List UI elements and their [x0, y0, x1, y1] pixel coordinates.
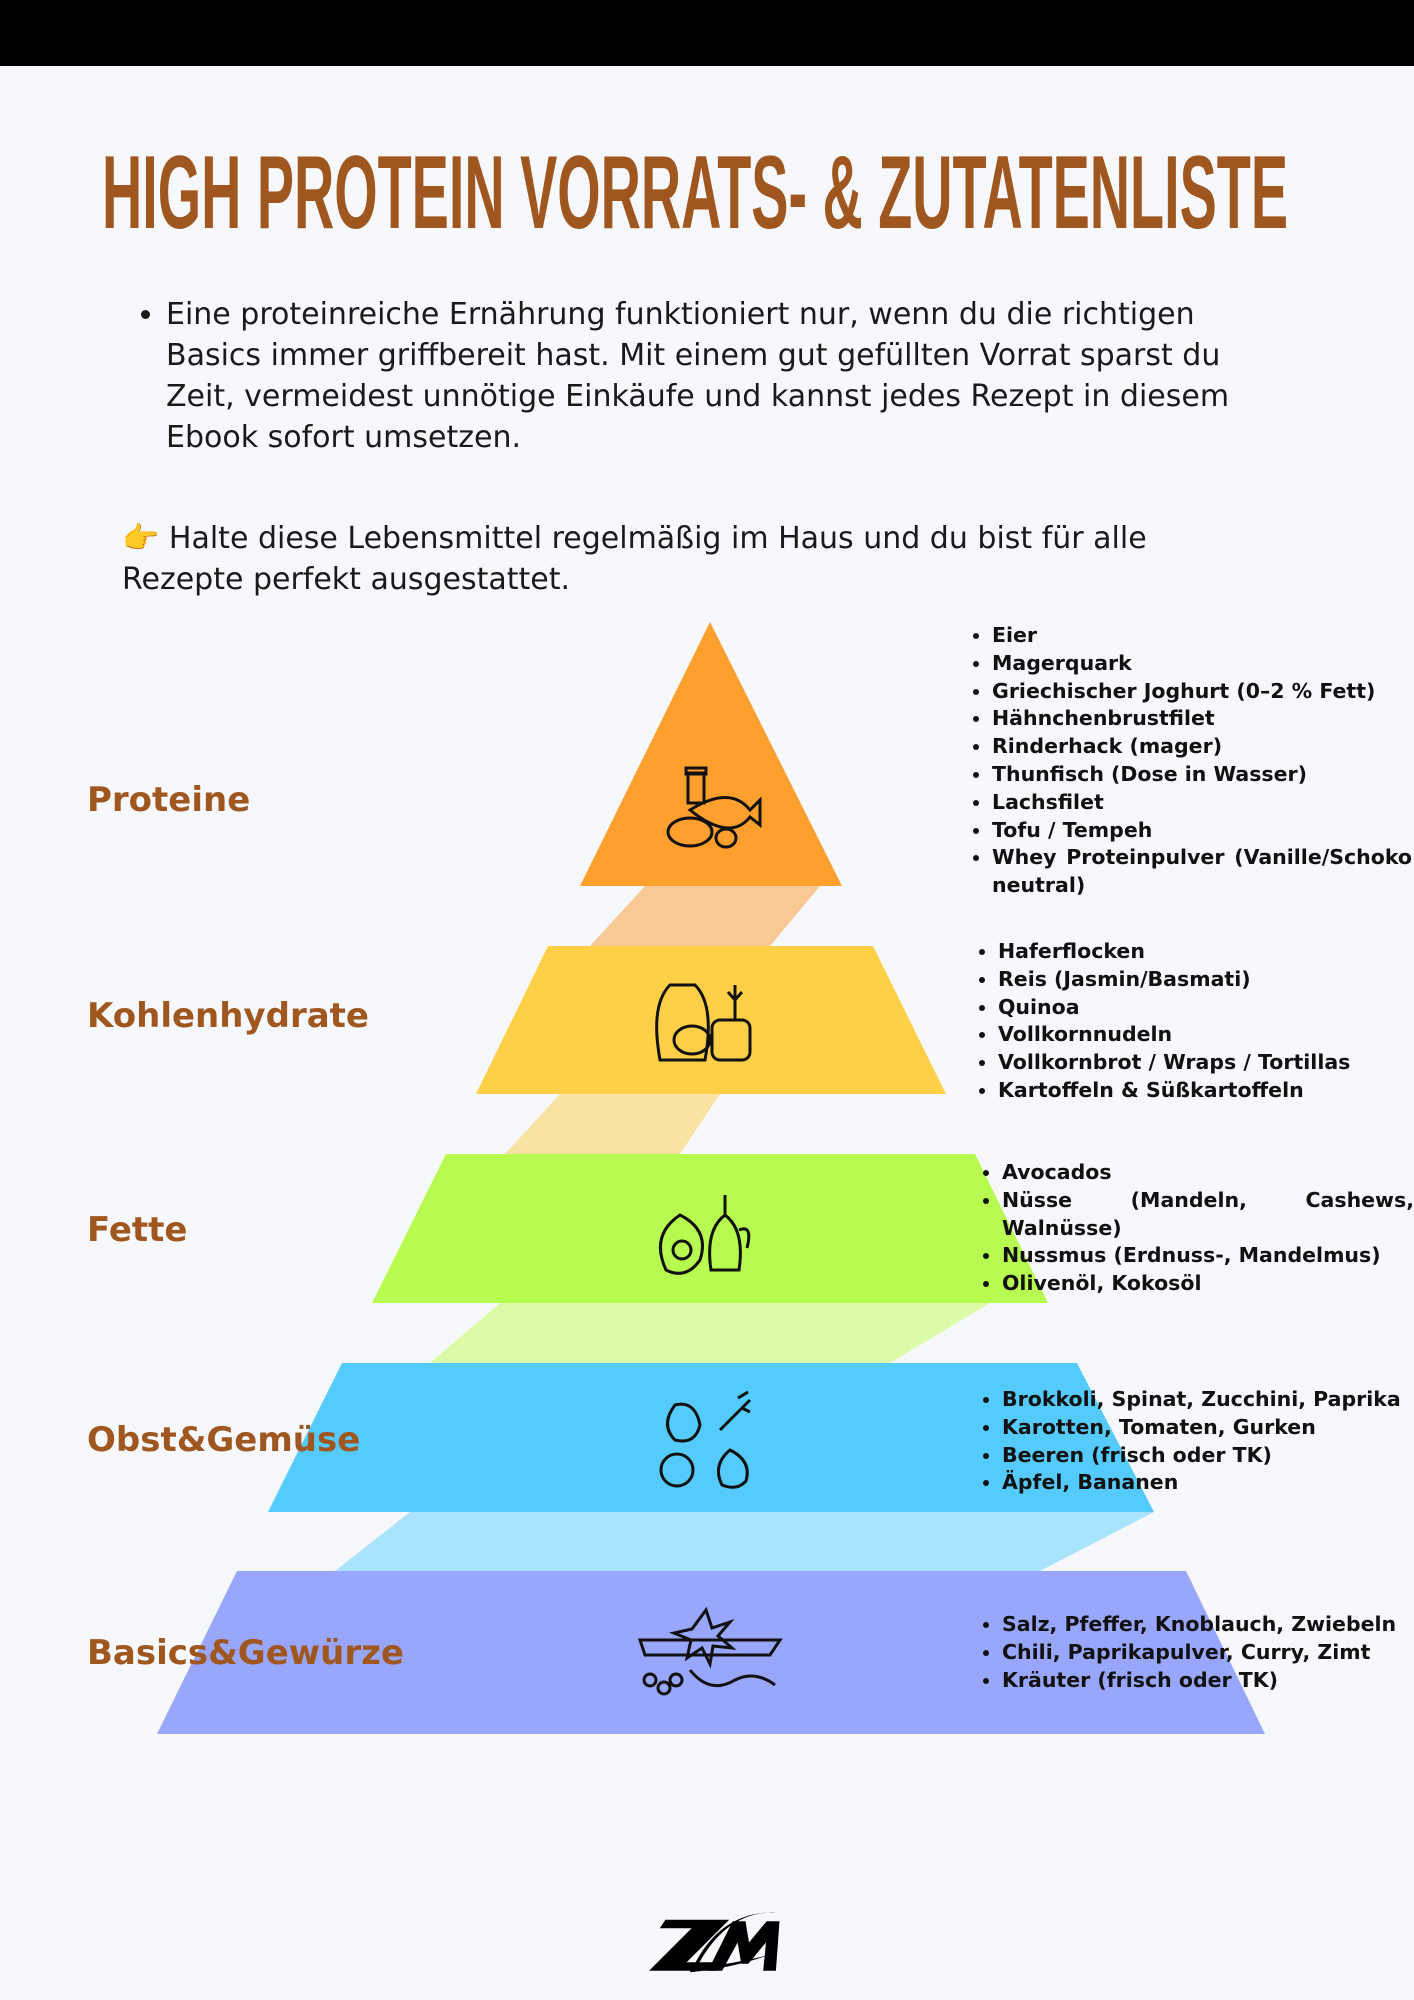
pyramid-level-fette: [372, 1154, 1048, 1303]
list-item: Reis (Jasmin/Basmati): [998, 966, 1414, 994]
list-item: Thunfisch (Dose in Wasser): [992, 761, 1412, 789]
tip: 👉 Halte diese Lebensmittel regelmäßig im…: [122, 518, 1262, 600]
tip-text: Halte diese Lebensmittel regelmäßig im H…: [122, 521, 1147, 597]
fish-meat-egg-icon: [666, 766, 762, 849]
pyramid-level-kohlenhydrate: [476, 946, 946, 1094]
level-label-kohlenhydrate: Kohlenhydrate: [87, 996, 369, 1036]
connector-2: [505, 1094, 720, 1154]
fruit-vegetable-icon: [659, 1390, 752, 1489]
list-item: Griechischer Joghurt (0–2 % Fett): [992, 678, 1412, 706]
zm-logo: [649, 1912, 780, 1973]
intro-text: Eine proteinreiche Ernährung funktionier…: [166, 294, 1286, 458]
avocado-oil-icon: [658, 1195, 751, 1275]
list-item: Eier: [992, 622, 1412, 650]
level-label-obst-gemuese: Obst&Gemüse: [87, 1420, 361, 1460]
list-item: Vollkornbrot / Wraps / Tortillas: [998, 1049, 1414, 1077]
list-item: Äpfel, Bananen: [1002, 1469, 1414, 1497]
list-item: Nüsse (Mandeln, Cashews, Walnüsse): [1002, 1187, 1414, 1243]
list-item: Quinoa: [998, 994, 1414, 1022]
list-item: Salz, Pfeffer, Knoblauch, Zwiebeln: [1002, 1611, 1414, 1639]
list-item: Haferflocken: [998, 938, 1414, 966]
list-item: Avocados: [1002, 1159, 1414, 1187]
list-item: Karotten, Tomaten, Gurken: [1002, 1414, 1414, 1442]
list-item: Hähnchenbrustfilet: [992, 705, 1412, 733]
list-item: Lachsfilet: [992, 789, 1412, 817]
list-obst-gemuese: Brokkoli, Spinat, Zucchini, PaprikaKarot…: [978, 1386, 1414, 1497]
list-item: Tofu / Tempeh: [992, 817, 1412, 845]
connector-4: [335, 1512, 1154, 1571]
top-bar: [0, 0, 1414, 66]
list-basics-gewuerze: Salz, Pfeffer, Knoblauch, ZwiebelnChili,…: [978, 1611, 1414, 1694]
list-item: Nussmus (Erdnuss-, Mandelmus): [1002, 1242, 1414, 1270]
level-label-fette: Fette: [87, 1210, 188, 1250]
list-item: Whey Proteinpulver (Vanille/Schoko neutr…: [992, 844, 1412, 900]
list-item: Vollkornnudeln: [998, 1021, 1414, 1049]
pyramid-level-obst-gemuese: [268, 1363, 1154, 1512]
connector-3: [430, 1303, 990, 1363]
list-item: Kräuter (frisch oder TK): [1002, 1667, 1414, 1695]
spices-icon: [637, 1606, 783, 1696]
pyramid-level-proteine: [580, 622, 842, 886]
list-item: Rinderhack (mager): [992, 733, 1412, 761]
level-label-basics-gewuerze: Basics&Gewürze: [87, 1633, 404, 1673]
connector-1: [590, 886, 820, 946]
pointing-hand-icon: 👉: [122, 521, 160, 556]
page-title: HIGH PROTEIN VORRATS- & ZUTATENLISTE: [102, 140, 1288, 240]
list-item: Beeren (frisch oder TK): [1002, 1442, 1414, 1470]
intro-list: Eine proteinreiche Ernährung funktionier…: [144, 294, 1286, 458]
list-item: Chili, Paprikapulver, Curry, Zimt: [1002, 1639, 1414, 1667]
list-fette: AvocadosNüsse (Mandeln, Cashews, Walnüss…: [978, 1159, 1414, 1298]
list-item: Magerquark: [992, 650, 1412, 678]
list-item: Olivenöl, Kokosöl: [1002, 1270, 1414, 1298]
list-item: Kartoffeln & Süßkartoffeln: [998, 1077, 1414, 1105]
grain-bread-icon: [655, 983, 752, 1062]
list-proteine: EierMagerquarkGriechischer Joghurt (0–2 …: [968, 622, 1412, 900]
level-label-proteine: Proteine: [87, 780, 251, 820]
list-item: Brokkoli, Spinat, Zucchini, Paprika: [1002, 1386, 1414, 1414]
list-kohlenhydrate: HaferflockenReis (Jasmin/Basmati)QuinoaV…: [974, 938, 1414, 1105]
page-title-text: HIGH PROTEIN VORRATS- & ZUTATENLISTE: [102, 140, 1288, 240]
